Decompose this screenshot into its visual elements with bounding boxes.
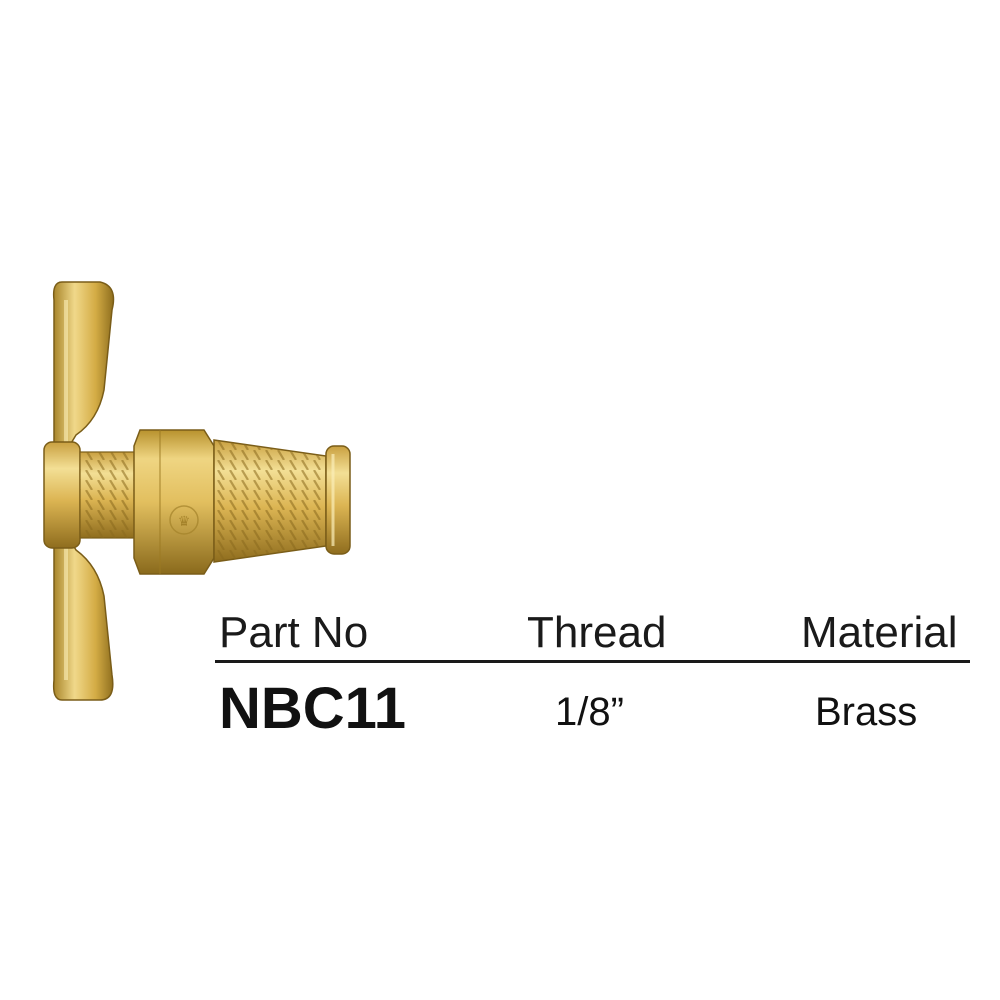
brass-drain-valve-icon: ♛ — [0, 270, 370, 710]
thread-value: 1/8” — [555, 690, 624, 734]
header-thread: Thread — [527, 608, 667, 657]
material-value: Brass — [815, 690, 918, 734]
part-number-value: NBC11 — [219, 676, 406, 741]
spec-table: Part No Thread Material NBC11 1/8” Brass — [215, 600, 970, 750]
header-material: Material — [801, 608, 958, 657]
svg-text:♛: ♛ — [178, 514, 191, 530]
header-part-no: Part No — [219, 608, 369, 657]
header-divider — [215, 660, 970, 663]
